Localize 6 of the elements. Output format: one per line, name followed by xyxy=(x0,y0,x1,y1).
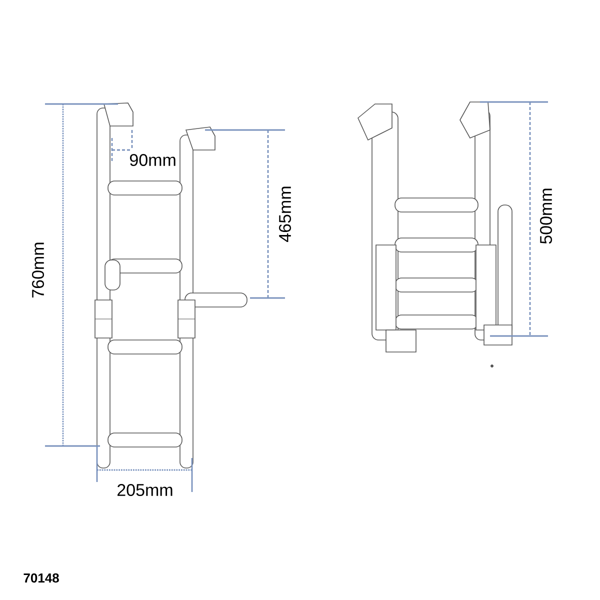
dimension-label: 500mm xyxy=(540,188,552,244)
part-number: 70148 xyxy=(24,573,59,583)
dimension-label: 465mm xyxy=(278,186,292,242)
dimension-label: 760mm xyxy=(32,242,44,298)
dimension-label: 90mm xyxy=(130,154,176,166)
dimension-label: 205mm xyxy=(118,484,172,496)
